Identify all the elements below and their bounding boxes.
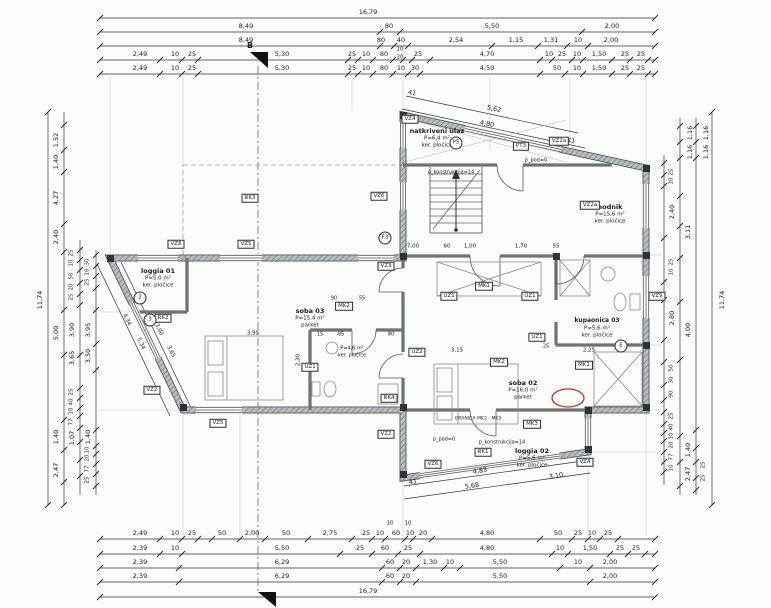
dimension-lines: [47, 17, 713, 598]
outer-walls: [104, 110, 650, 483]
staircase: [429, 167, 483, 234]
canopy-diagonals: [404, 117, 567, 163]
section-marker-top: [250, 52, 268, 68]
furniture: [204, 259, 643, 425]
dimension-ticks: [44, 14, 716, 601]
extension-lines: [98, 76, 662, 536]
doors: [351, 164, 585, 437]
interior-walls: [136, 163, 646, 412]
section-marker-bottom: [258, 592, 276, 607]
windows: [128, 122, 650, 480]
red-markup-ellipse: [551, 388, 585, 408]
roof-outline: [182, 164, 404, 259]
